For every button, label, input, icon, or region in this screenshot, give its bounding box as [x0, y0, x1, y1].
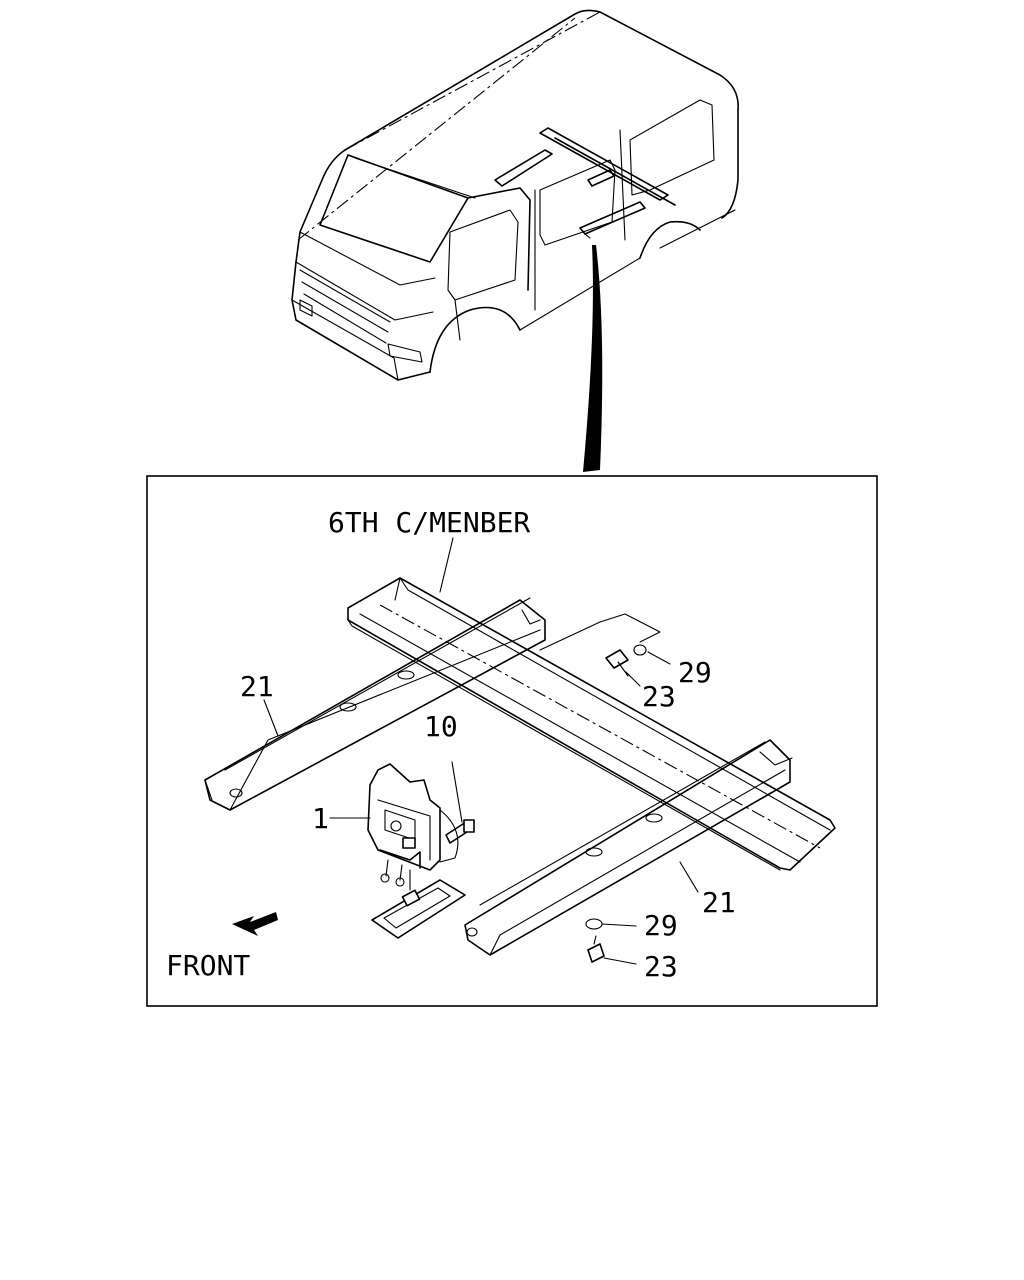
- callout-1: 1: [312, 802, 329, 835]
- callout-10: 10: [424, 710, 458, 743]
- washer-29-bottom: [585, 918, 603, 930]
- van-illustration: [291, 9, 739, 472]
- callout-21-left: 21: [240, 670, 274, 703]
- spare-tire-hanger: [367, 763, 466, 939]
- cross-member-label: 6TH C/MENBER: [328, 506, 530, 539]
- callout-23-top: 23: [642, 680, 676, 713]
- front-arrow-icon: [232, 912, 278, 936]
- callout-29-bottom: 29: [644, 909, 678, 942]
- front-label: FRONT: [166, 949, 250, 982]
- callout-29-top: 29: [678, 656, 712, 689]
- detail-frame: [146, 475, 878, 1007]
- washer-29-top: [633, 644, 647, 656]
- callout-21-right: 21: [702, 886, 736, 919]
- bolt-10: [445, 819, 475, 844]
- bolt-23-top: [605, 649, 629, 677]
- leader-lines: [263, 537, 699, 965]
- bracket-right: [464, 739, 793, 956]
- callout-23-bottom: 23: [644, 950, 678, 983]
- bolt-23-bottom: [587, 935, 605, 963]
- cross-member: [347, 577, 836, 871]
- bracket-left: [204, 597, 546, 811]
